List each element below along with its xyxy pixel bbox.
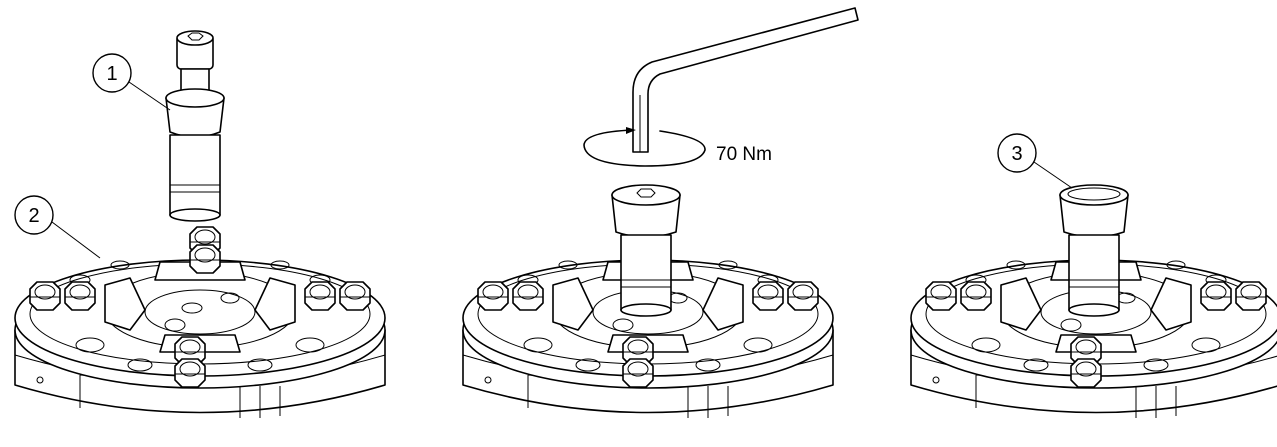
- callout-2: 2: [14, 195, 101, 259]
- rotation-arrow-icon: [583, 127, 706, 167]
- callout-3: 3: [997, 133, 1073, 189]
- callout-2-label: 2: [28, 205, 39, 227]
- clamping-chuck-icon: [15, 260, 385, 418]
- hex-socket-bolt-icon: [165, 30, 225, 222]
- callout-1: 1: [92, 53, 171, 111]
- panel-step-2: 70 Nm: [463, 7, 859, 418]
- torque-label: 70 Nm: [716, 144, 772, 165]
- panel-step-1: 1 2: [14, 30, 385, 418]
- hex-socket-bolt-icon: [611, 184, 681, 317]
- callout-3-label: 3: [1011, 143, 1022, 165]
- center-nut-stack: [189, 226, 221, 274]
- panel-step-3: 3: [911, 133, 1277, 418]
- callout-1-label: 1: [106, 63, 117, 85]
- assembled-bolt-icon: [1059, 184, 1129, 317]
- allen-key-icon: [632, 7, 859, 153]
